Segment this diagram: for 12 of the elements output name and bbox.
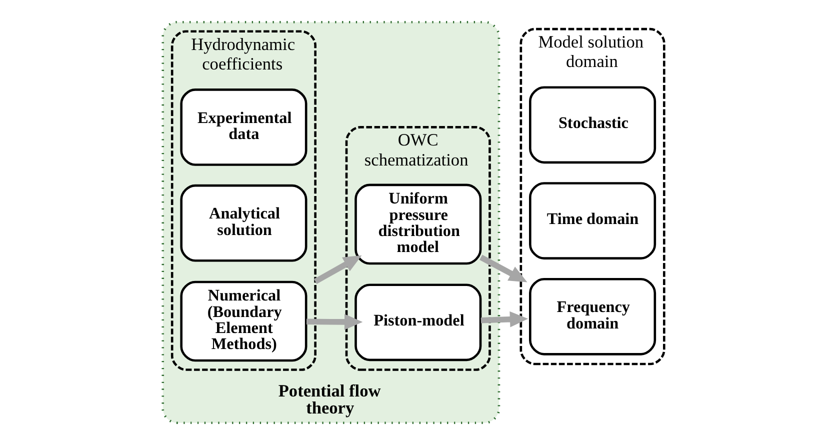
- node-box: Stochastic: [529, 86, 656, 164]
- arrow: [480, 254, 528, 282]
- node-box: Frequency domain: [529, 278, 656, 356]
- node-box: Experimental data: [180, 88, 308, 166]
- arrow: [306, 314, 363, 330]
- node-box: Uniform pressure distribution model: [354, 184, 482, 265]
- node-box: Time domain: [529, 182, 656, 260]
- arrow: [314, 255, 362, 284]
- node-box: Analytical solution: [180, 184, 308, 262]
- node-box: Numerical (Boundary Element Methods): [180, 280, 308, 362]
- node-box: Piston-model: [354, 284, 482, 362]
- arrow: [480, 311, 528, 328]
